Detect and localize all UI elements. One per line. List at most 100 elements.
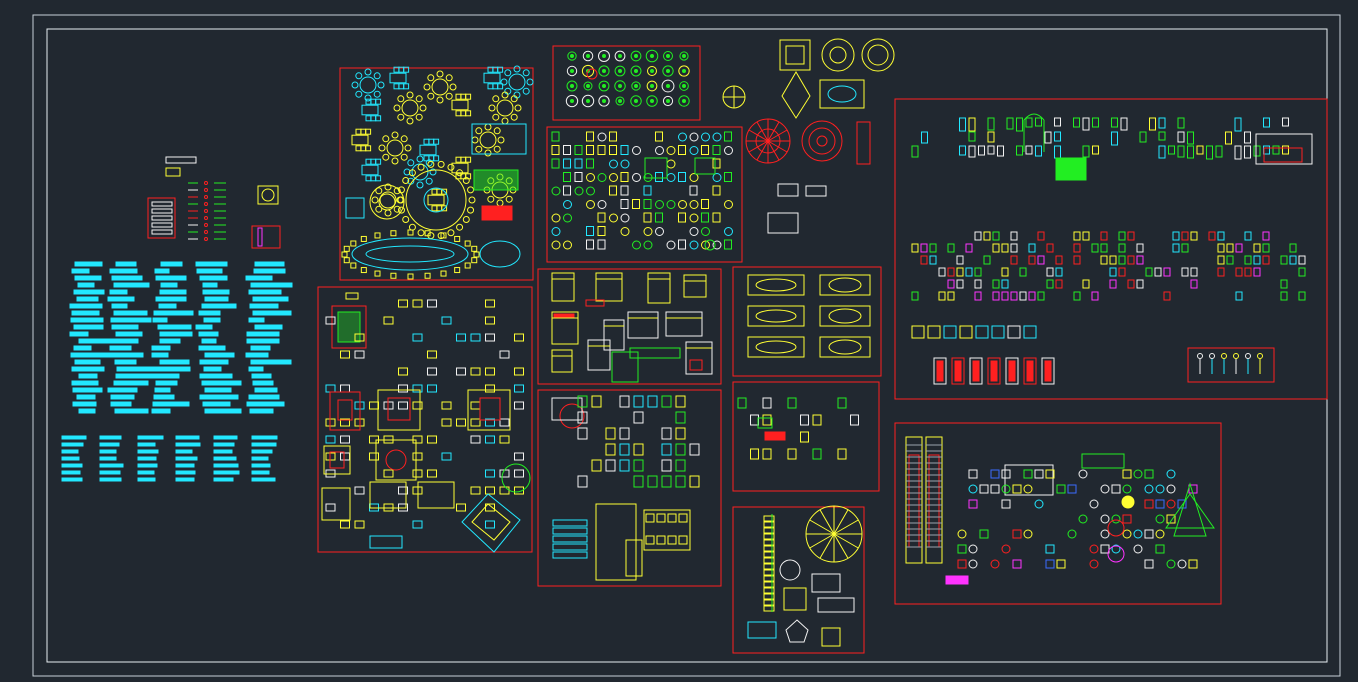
living-furniture [427, 435, 437, 444]
workstation-chair [667, 513, 677, 523]
bathroom-panel[interactable] [732, 381, 880, 492]
furniture-elevations-panel[interactable] [546, 126, 743, 263]
office-panel[interactable] [537, 389, 722, 587]
red-medallion [767, 140, 780, 161]
legend-text-bar [109, 268, 138, 274]
site-element [968, 484, 978, 494]
elevation-block [1225, 131, 1232, 145]
banquet-chair [456, 169, 464, 177]
legend-text-bar [72, 401, 97, 407]
elevation-block [1055, 267, 1063, 277]
sofa-block [694, 157, 716, 175]
elevation-block [1037, 291, 1045, 301]
legend-text-bar [137, 456, 157, 461]
elevation-block [1177, 131, 1185, 143]
umbrella-rib [809, 533, 835, 549]
site-element [1144, 469, 1154, 479]
furniture-block [643, 227, 653, 236]
diamond-rug [461, 493, 521, 553]
legend-text-bar [159, 289, 187, 295]
furniture-block [609, 131, 617, 142]
plant-symbol [666, 54, 670, 58]
office-block [605, 443, 616, 456]
legend-text-bar [196, 268, 223, 274]
kitchen-table [811, 573, 841, 593]
living-room-panel[interactable] [317, 286, 533, 553]
person-elevation [1245, 353, 1251, 359]
furniture-block [597, 226, 606, 236]
plant-symbol [630, 65, 642, 77]
elevation-block [947, 267, 955, 277]
dining-tables-panel[interactable] [339, 67, 534, 281]
legend-text-bar [251, 449, 273, 454]
legend-text-bar [245, 275, 273, 281]
site-elements-panel[interactable] [894, 422, 1222, 605]
dining-chair [370, 175, 377, 182]
legend-text-bar [110, 401, 132, 407]
site-element [1078, 469, 1088, 479]
plant-symbol [566, 80, 578, 92]
elevation-block [978, 145, 985, 156]
legend-text-bar [74, 275, 102, 281]
banquet-chair [417, 163, 425, 171]
living-furniture [514, 486, 524, 495]
dining-table [351, 134, 369, 146]
car-plan [747, 305, 805, 327]
red-medallion [748, 129, 769, 142]
furniture-block [551, 158, 560, 169]
legend-text-bar [175, 435, 200, 440]
plants-top-panel[interactable] [552, 45, 701, 121]
cabinet-elevation [975, 325, 989, 339]
living-furniture [412, 520, 423, 529]
office-block [675, 411, 686, 424]
living-furniture [340, 520, 350, 529]
dining-chair [355, 145, 362, 152]
dining-chair [415, 113, 423, 121]
dining-chair [370, 158, 377, 165]
bathroom-fixture [837, 397, 847, 409]
elevation-block [1035, 117, 1042, 127]
office-block [577, 395, 588, 408]
living-furniture [456, 367, 466, 376]
living-furniture [499, 418, 510, 427]
legend-text-bar [77, 282, 95, 288]
living-furniture [325, 316, 336, 325]
dining-chair [425, 159, 433, 167]
workstation-chair [678, 513, 688, 523]
red-medallion [767, 121, 780, 142]
furniture-block [620, 185, 629, 196]
dining-chair [375, 187, 383, 195]
people-panel[interactable] [1187, 347, 1275, 383]
legend-text-bar [61, 477, 83, 482]
cars-panel[interactable] [732, 266, 882, 377]
dining-chair [355, 90, 363, 98]
legend-text-bar [251, 470, 270, 475]
living-furniture [412, 384, 423, 393]
sink-block [747, 621, 777, 639]
bedroom-panel[interactable] [537, 268, 722, 385]
dining-chair [431, 205, 438, 212]
legend-text-bar [61, 456, 80, 461]
living-furniture [340, 384, 350, 393]
furniture-block [586, 200, 595, 209]
living-furniture [398, 384, 408, 393]
elevation-block [992, 279, 1000, 289]
living-furniture [412, 469, 423, 478]
kitchen-panel[interactable] [732, 506, 865, 654]
legend-text-bar [61, 463, 83, 468]
elevation-block [1190, 279, 1198, 289]
dining-chair [364, 94, 372, 102]
furniture-block [712, 158, 721, 169]
elevation-block [1100, 231, 1108, 241]
dining-chair [493, 145, 501, 153]
living-furniture [514, 367, 524, 376]
elevation-blocks-panel[interactable] [894, 98, 1328, 400]
legend-symbol [204, 237, 208, 241]
bathroom-fixture [812, 414, 822, 426]
furniture-block [574, 158, 583, 169]
arch-elevation [1023, 113, 1045, 121]
workstation-block [595, 503, 637, 581]
plant-symbol [678, 65, 690, 77]
furniture-block [678, 200, 687, 209]
